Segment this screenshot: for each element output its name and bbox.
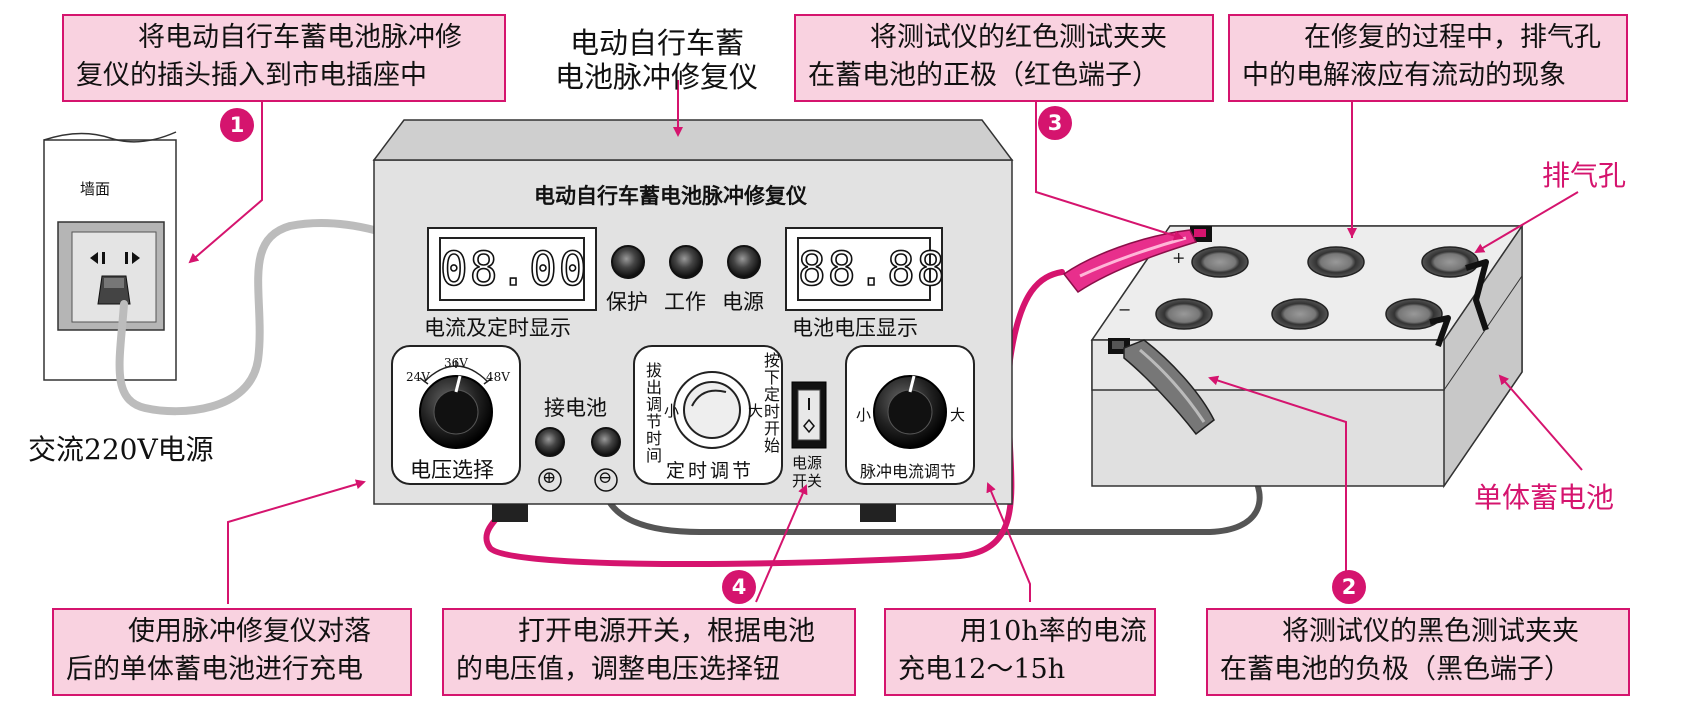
power-cord (115, 219, 378, 416)
power-switch-label-line-1: 电源 (792, 454, 823, 472)
pointer-lines (188, 80, 1583, 604)
pulse-current-knob[interactable] (874, 376, 946, 448)
step-number-1: 1 (220, 108, 254, 142)
device-heading-line-1: 电动自行车蓄 (570, 26, 745, 60)
voltage-select-label: 电压选择 (410, 458, 494, 482)
callout-power-switch: 打开电源开关，根据电池 的电压值，调整电压选择钮 (442, 608, 856, 696)
callout-red-clip: 将测试仪的红色测试夹夹 在蓄电池的正极（红色端子） (794, 14, 1214, 102)
callout-plug-in-line-1: 将电动自行车蓄电池脉冲修 (138, 22, 462, 53)
wall-label: 墙面 (80, 180, 111, 198)
battery-cell-label: 单体蓄电池 (1474, 481, 1615, 514)
callout-black-clip-line-1: 将测试仪的黑色测试夹夹 (1282, 616, 1579, 647)
step-number-3: 3 (1038, 106, 1072, 140)
vent-label: 排气孔 (1542, 159, 1627, 192)
voltage-tick-24v: 24V (406, 370, 430, 384)
wall (43, 131, 177, 381)
positive-terminal-symbol: ⊕ (542, 468, 557, 488)
indicator-work-label: 工作 (664, 290, 706, 314)
timer-left-text: 拔出调节时间 (643, 362, 662, 464)
callout-plug-in: 将电动自行车蓄电池脉冲修 复仪的插头插入到市电插座中 (62, 14, 506, 102)
pulse-repair-device (372, 119, 1014, 522)
callout-red-clip-line-1: 将测试仪的红色测试夹夹 (870, 22, 1167, 53)
device-heading-line-2: 电池脉冲修复仪 (555, 60, 759, 94)
callout-power-switch-line-1: 打开电源开关，根据电池 (518, 616, 815, 647)
battery-positive-symbol: + (1172, 248, 1186, 267)
black-clip (1123, 339, 1215, 436)
callout-plug-in-line-2: 复仪的插头插入到市电插座中 (76, 60, 427, 91)
current-timer-display-label: 电流及定时显示 (424, 316, 571, 340)
callout-charge: 使用脉冲修复仪对落 后的单体蓄电池进行充电 (52, 608, 412, 696)
callout-current-line-1: 用10h率的电流 (960, 616, 1147, 647)
callout-vent-line-1: 在修复的过程中，排气孔 (1304, 22, 1601, 53)
voltage-display: 88.88 (797, 241, 947, 297)
callout-red-clip-line-2: 在蓄电池的正极（红色端子） (808, 60, 1159, 91)
callout-vent: 在修复的过程中，排气孔 中的电解液应有流动的现象 (1228, 14, 1628, 102)
current-timer-display: 08.00 (439, 241, 589, 297)
indicator-power-label: 电源 (722, 290, 764, 314)
callout-current: 用10h率的电流 充电12～15h (884, 608, 1156, 696)
timer-adjust-label: 定时调节 (666, 460, 755, 482)
power-switch[interactable] (792, 382, 826, 448)
pulse-large-label: 大 (950, 406, 966, 424)
battery-negative-symbol: − (1118, 300, 1132, 319)
battery-terminals-label: 接电池 (544, 396, 607, 420)
negative-terminal-symbol: ⊖ (598, 468, 613, 488)
callout-current-line-2: 充电12～15h (898, 654, 1066, 685)
pulse-small-label: 小 (856, 406, 872, 424)
callout-black-clip: 将测试仪的黑色测试夹夹 在蓄电池的负极（黑色端子） (1206, 608, 1630, 696)
callout-charge-line-1: 使用脉冲修复仪对落 (128, 616, 371, 647)
ac-power-label: 交流220V电源 (28, 433, 214, 466)
positive-terminal[interactable] (536, 428, 564, 456)
step-number-2: 2 (1332, 570, 1366, 604)
negative-terminal[interactable] (592, 428, 620, 456)
callout-charge-line-2: 后的单体蓄电池进行充电 (66, 654, 363, 685)
timer-large-label: 大 (748, 402, 764, 420)
indicator-protect-label: 保护 (606, 290, 648, 314)
wall-plug (97, 275, 131, 305)
voltage-display-label: 电池电压显示 (792, 316, 918, 340)
voltage-tick-36v: 36V (444, 356, 468, 370)
pulse-current-label: 脉冲电流调节 (860, 462, 957, 481)
timer-right-text: 按下定时开始 (761, 352, 780, 454)
timer-small-label: 小 (664, 402, 680, 420)
step-number-4: 4 (722, 570, 756, 604)
red-clip (1062, 229, 1198, 294)
timer-knob[interactable] (674, 372, 750, 448)
voltage-select-knob[interactable] (420, 376, 492, 448)
battery (1090, 223, 1524, 489)
callout-power-switch-line-2: 的电压值，调整电压选择钮 (456, 654, 780, 685)
voltage-tick-48v: 48V (486, 370, 510, 384)
callout-vent-line-2: 中的电解液应有流动的现象 (1242, 60, 1566, 91)
callout-black-clip-line-2: 在蓄电池的负极（黑色端子） (1220, 654, 1571, 685)
panel-title: 电动自行车蓄电池脉冲修复仪 (534, 184, 807, 208)
power-switch-label-line-2: 开关 (792, 472, 823, 490)
